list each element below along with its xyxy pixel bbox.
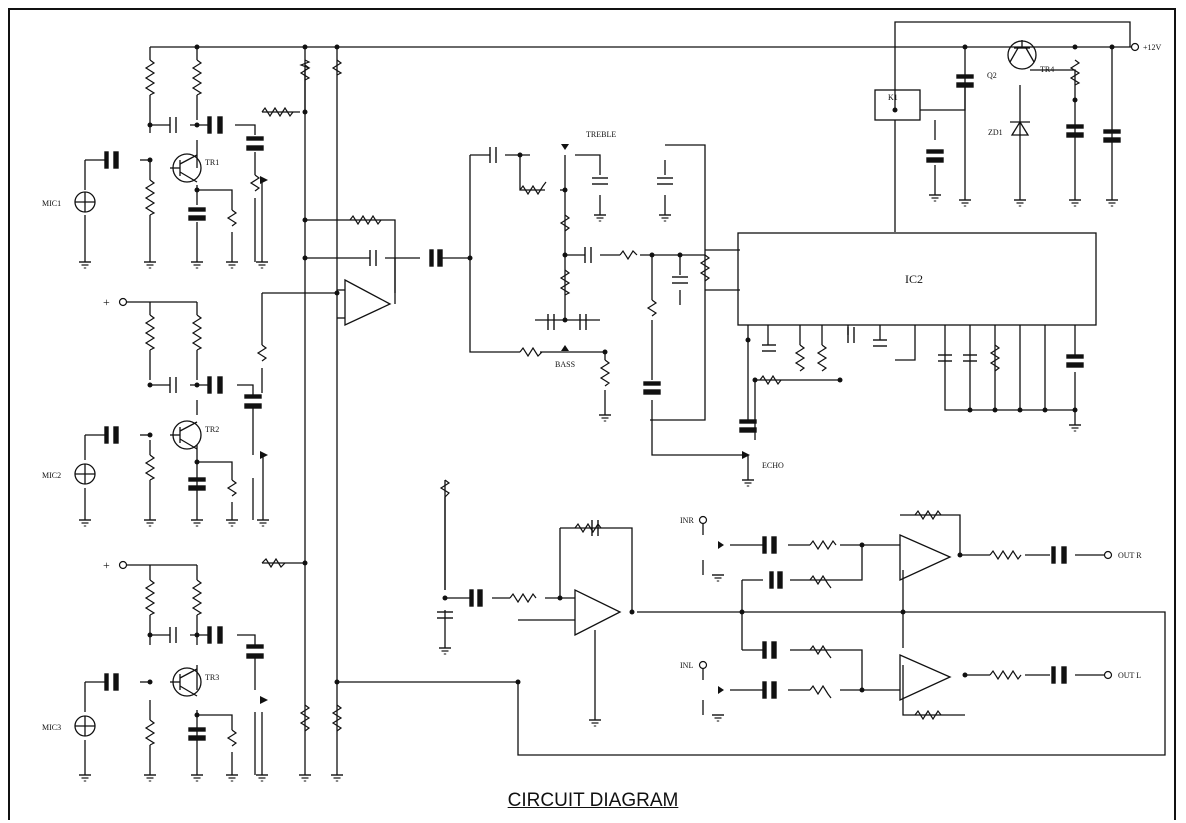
supply-label: +12V	[1143, 43, 1162, 52]
diagram-caption: CIRCUIT DIAGRAM	[0, 790, 1186, 812]
opamps	[344, 278, 952, 702]
in-l-label: INL	[680, 661, 693, 670]
out-r-label: OUT R	[1118, 551, 1142, 560]
k1-label: K1	[888, 93, 898, 102]
bass-label: BASS	[555, 360, 575, 369]
ground-symbols	[78, 194, 1119, 782]
treble-label: TREBLE	[586, 130, 616, 139]
tr3-label: TR3	[205, 673, 219, 682]
caption-text: CIRCUIT DIAGRAM	[507, 790, 679, 811]
ic-blocks	[737, 89, 1097, 326]
tr1-label: TR1	[205, 158, 219, 167]
mic1-label: MIC1	[42, 199, 61, 208]
ic2-label: IC2	[905, 272, 923, 286]
tr2-label: TR2	[205, 425, 219, 434]
diagram-frame	[8, 8, 1176, 820]
tr4-label: TR4	[1040, 65, 1054, 74]
plus-terminal-label: +	[103, 558, 110, 572]
out-l-label: OUT L	[1118, 671, 1141, 680]
q2-label: Q2	[987, 71, 997, 80]
echo-label: ECHO	[762, 461, 784, 470]
in-r-label: INR	[680, 516, 694, 525]
capacitors	[104, 74, 1121, 741]
terminals	[118, 42, 1140, 680]
wiring	[84, 21, 1166, 775]
plus-terminal-label: +	[103, 295, 110, 309]
circuit-schematic: +12V OUT R OUT L INR INL TREBLE BASS ECH…	[42, 21, 1166, 782]
resistors	[144, 59, 1081, 747]
transistors	[170, 40, 1037, 697]
mic3-label: MIC3	[42, 723, 61, 732]
zd1-label: ZD1	[988, 128, 1003, 137]
text-labels: +12V OUT R OUT L INR INL TREBLE BASS ECH…	[42, 43, 1162, 732]
junction-dots	[147, 44, 1115, 718]
mic2-label: MIC2	[42, 471, 61, 480]
pots	[260, 144, 750, 704]
microphones	[74, 191, 96, 737]
